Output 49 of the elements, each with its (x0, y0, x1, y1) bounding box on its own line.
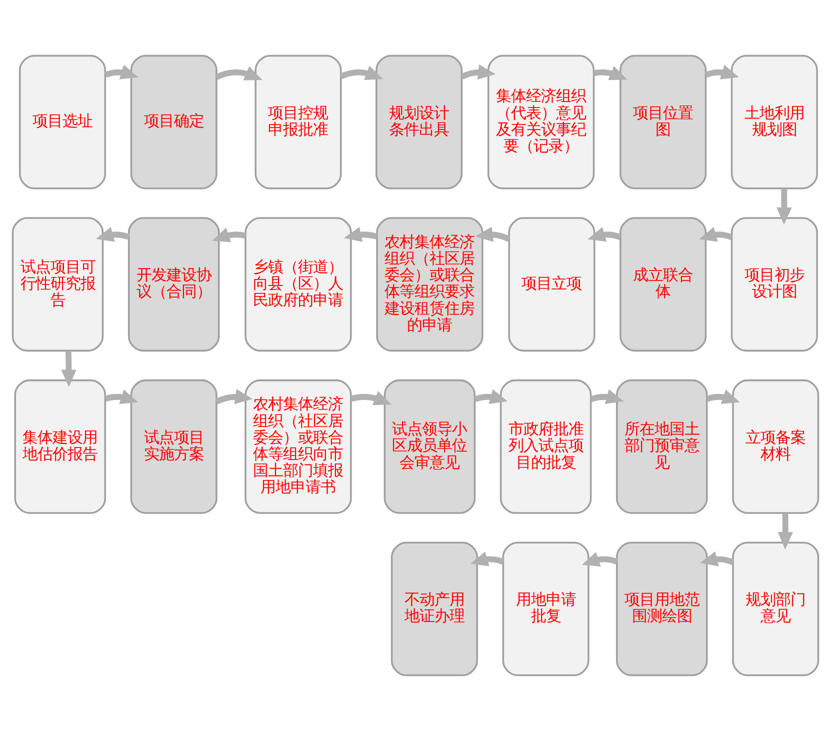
node-box: 所在地国土部门预审意见 (616, 378, 708, 514)
node-box: 项目选址 (18, 54, 106, 189)
arrow (61, 350, 76, 387)
arrow (590, 388, 624, 404)
node-box: 试点领导小区成员单位会审意见 (384, 378, 476, 514)
arrow (582, 552, 618, 566)
node-box: 项目位置图 (620, 54, 707, 189)
node-box: 乡镇（街道）向县（区）人民政府的申请 (244, 216, 352, 352)
arrow (104, 64, 138, 79)
arrow (460, 64, 496, 80)
node-box: 农村集体经济组织（社区居委会）或联合体等组织向市国土部门填报用地申请书 (244, 378, 352, 514)
arrow (588, 226, 622, 242)
node-box: 土地利用规划图 (730, 54, 818, 189)
arrow (778, 512, 794, 549)
node-box: 规划设计条件出具 (376, 54, 463, 189)
arrow (104, 389, 138, 404)
arrow (215, 66, 262, 80)
node-box: 项目立项 (508, 216, 596, 352)
arrow (96, 226, 130, 242)
node-box: 农村集体经济组织（社区居委会）或联合体等组织要求建设租赁住房的申请 (376, 216, 484, 352)
node-box: 规划部门意见 (732, 541, 820, 676)
arrow (593, 65, 628, 80)
arrow (700, 550, 734, 566)
node-box: 立项备案材料 (732, 378, 820, 514)
arrow (699, 226, 733, 242)
arrow (344, 226, 378, 242)
arrow (776, 188, 792, 224)
node-box: 集体建设用地估价报告 (14, 378, 106, 514)
arrow (212, 227, 246, 242)
node-box: 开发建设协议（合同） (128, 216, 220, 352)
node-box: 不动产用地证办理 (390, 541, 478, 676)
arrow (340, 65, 384, 80)
arrow (470, 551, 504, 566)
node-box: 项目控规申报批准 (254, 54, 342, 189)
node-box: 用地申请批复 (502, 541, 590, 676)
node-box: 试点项目可行性研究报告 (12, 216, 104, 352)
arrow (350, 390, 392, 405)
node-box: 市政府批准列入试点项目的批复 (500, 378, 592, 514)
node-box: 项目初步设计图 (730, 216, 818, 352)
arrow (706, 389, 740, 404)
node-box: 集体经济组织（代表）意见及有关议事纪要（记录） (487, 54, 595, 189)
node-box: 项目用地范围测绘图 (616, 541, 708, 676)
arrow (475, 226, 510, 242)
node-box: 试点项目实施方案 (130, 378, 218, 514)
arrow (705, 64, 739, 79)
node-box: 成立联合体 (620, 216, 707, 352)
arrow (474, 388, 508, 404)
arrow (215, 388, 253, 404)
node-box: 项目确定 (130, 54, 218, 189)
